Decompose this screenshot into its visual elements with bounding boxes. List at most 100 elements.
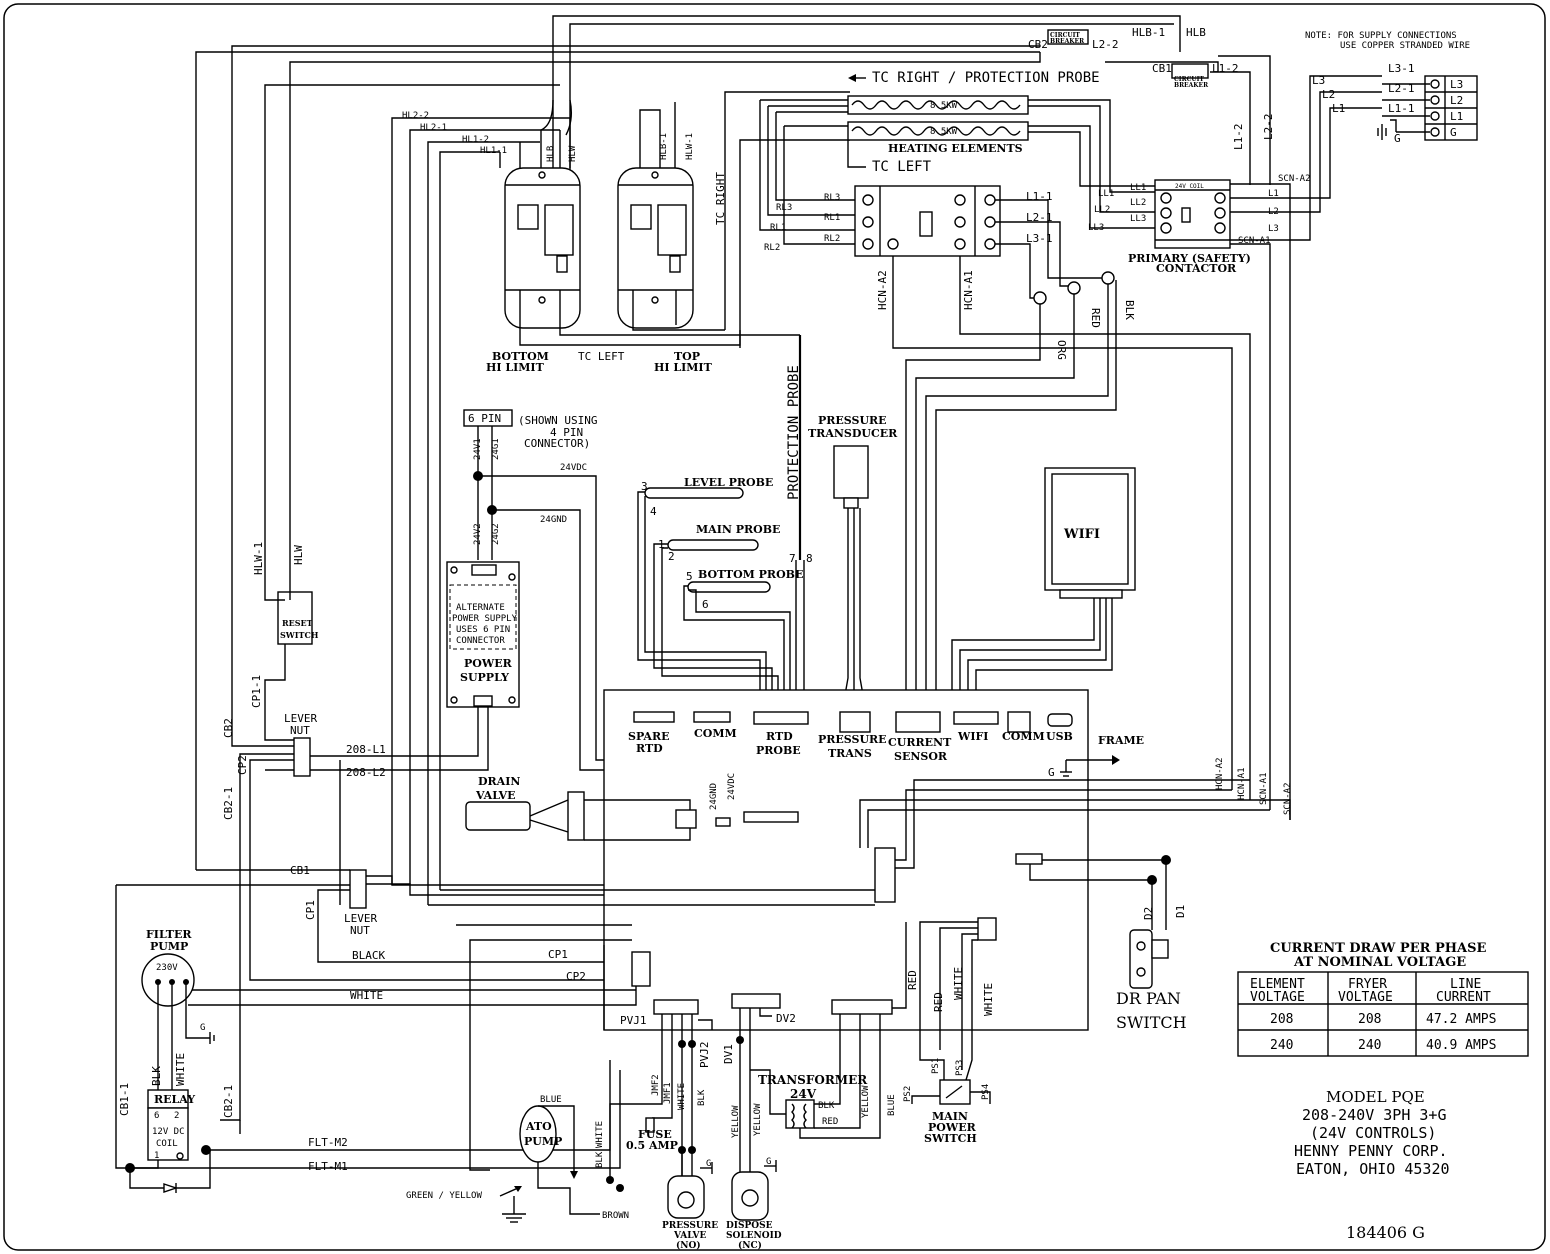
table-row-1-c3: 47.2 AMPS [1426,1012,1496,1027]
power-supply-connector-top [471,564,497,576]
transformer-label-2: 24V [790,1087,817,1101]
label-org: ORG [1055,340,1068,360]
label-hcn-a2: HCN-A2 [876,270,889,310]
title-line-1: 208-240V 3PH 3+G [1302,1106,1447,1124]
label-24vdc-b: 24VDC [727,773,737,800]
label-blk-c: BLK [697,1089,707,1106]
table-row-2-c3: 40.9 AMPS [1426,1038,1496,1053]
relay-pin-2: 2 [174,1111,179,1121]
heating-elements-label: HEATING ELEMENTS [888,142,1023,155]
power-supply [446,561,520,708]
label-black: BLACK [352,949,385,962]
drain-valve [465,801,531,831]
label-white-b: WHITE [595,1121,605,1148]
label-l2-pc: L2 [1268,207,1279,217]
col-1-header-1: ELEMENT [1250,977,1305,992]
element-rating-1: 8.5KW [930,101,958,111]
tb-g: G [1450,126,1457,139]
power-supply-label-1: POWER [464,657,513,670]
dispose-solenoid-label-2: SOLENOID [726,1231,782,1241]
ato-pump-label-1: ATO [525,1120,552,1133]
label-yellow-a: YELLOW [731,1105,741,1138]
label-l3-top: L3 [1312,74,1325,87]
label-hcn-a2-b: HCN-A2 [1215,757,1225,790]
label-hl1-2: HL1-2 [462,135,489,145]
label-hlb: HLB [1186,26,1206,39]
label-rl3: RL3 [824,193,840,203]
rtd-probe-label-2: PROBE [756,744,801,757]
label-white-pump: WHITE [174,1053,187,1086]
label-hl2-2: HL2-2 [402,111,429,121]
label-208-l1: 208-L1 [346,743,386,756]
col-2-header-2: VOLTAGE [1338,990,1393,1005]
circuit-breaker-2 [1047,29,1089,45]
label-ll2: LL2 [1130,198,1146,208]
wifi-connector [953,711,999,725]
comm-connector-1 [693,711,731,723]
label-white-a: WHITE [350,989,383,1002]
model-label: MODEL PQE [1326,1088,1425,1106]
label-blk: BLK [1123,300,1136,320]
col-1-header-2: VOLTAGE [1250,990,1305,1005]
pressure-valve-label-1: PRESSURE [662,1221,718,1231]
power-supply-label-2: SUPPLY [460,671,509,684]
primary-contactor-label-1: PRIMARY (SAFETY) [1128,252,1251,265]
alt-ps-4: CONNECTOR [456,636,505,646]
wifi-module-inner [1051,473,1129,585]
note-line-2: USE COPPER STRANDED WIRE [1340,41,1470,51]
label-yellow-b: YELLOW [753,1103,763,1136]
lever-nut-1-label-2: NUT [290,724,310,737]
label-scn-a1-b: SCN-A1 [1259,772,1269,805]
label-cp1-mid: CP1 [304,900,317,920]
dr-pan-switch [1129,929,1153,989]
title-line-2: (24V CONTROLS) [1310,1124,1436,1142]
main-power-switch-label-3: SWITCH [924,1132,977,1145]
ds-ground: G [766,1157,771,1167]
lever-nut-2-label-1: LEVER [344,912,377,925]
label-l2-top: L2 [1322,88,1335,101]
label-tc-right-v: TC RIGHT [714,172,727,225]
dv-connector [731,993,781,1009]
table-row-2-c2: 240 [1358,1038,1381,1053]
main-probe [667,539,759,551]
pressure-valve-label-2: VALVE [673,1231,707,1241]
current-sensor-org [1033,291,1047,305]
label-pvj1: PVJ1 [620,1014,647,1027]
wire-bundle [195,15,1271,905]
pin-3: 3 [641,480,648,493]
coil-24v-label: 24V COIL [1175,183,1204,190]
label-hcn-a1: HCN-A1 [962,270,975,310]
spare-rtd-connector [633,711,675,723]
bottom-hi-limit-label-1: BOTTOM [492,350,549,363]
label-l3-pc: L3 [1268,224,1279,234]
label-d1: D1 [1174,905,1187,918]
label-scn-a2: SCN-A2 [1278,174,1311,184]
pin-5: 5 [686,570,693,583]
cb2-label-1: CIRCUIT [1050,32,1080,39]
heating-elements: 8.5KW 8.5KW [847,95,1029,141]
cb1-label-2: BREAKER [1174,82,1209,89]
table-title-1: CURRENT DRAW PER PHASE [1270,941,1486,956]
label-dv2: DV2 [776,1012,796,1025]
comm-label-2: COMM [1002,730,1045,743]
drawing-number: 184406 G [1346,1223,1425,1242]
label-hlw-1b: HLW-1 [252,542,265,575]
label-24g2: 24G2 [491,523,501,545]
spare-rtd-label-1: SPARE [628,730,669,743]
label-cp1-b: CP1 [548,948,568,961]
pressure-transducer-label-2: TRANSDUCER [808,427,898,440]
current-sensor-label-1: CURRENT [888,736,952,749]
frame-ground: G [1048,766,1055,779]
label-blue: BLUE [540,1095,562,1105]
label-cb1-top: CB1 [1152,62,1172,75]
label-hlb-a: HLB [546,146,556,162]
label-ll1b: LL1 [1098,189,1114,199]
label-hl2-1: HL2-1 [420,123,447,133]
alt-ps-3: USES 6 PIN [456,625,510,635]
label-l2-2-top: L2-2 [1092,38,1119,51]
lever-nut-2-label-2: NUT [350,924,370,937]
relay-terminal [176,1152,184,1160]
pin-2: 2 [668,550,675,563]
tc-right-protection-probe-label: TC RIGHT / PROTECTION PROBE [872,70,1100,86]
label-blue-b: BLUE [887,1094,897,1116]
